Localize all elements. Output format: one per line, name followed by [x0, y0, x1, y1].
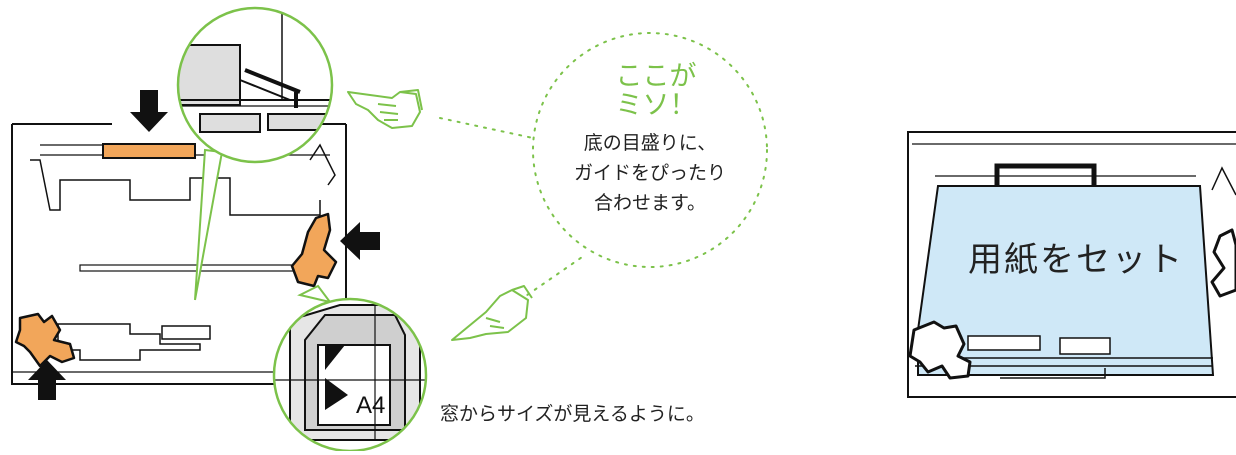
tip-callout: [439, 32, 768, 301]
size-window-zoom: [272, 284, 428, 453]
callout-title-line: ここが: [615, 61, 697, 92]
paper-set-label: 用紙をセット: [968, 240, 1184, 280]
callout-body-line: ガイドをぴったり: [573, 162, 726, 184]
rear-guide-highlight: [102, 143, 196, 159]
size-window-caption: 窓からサイズが見えるように。: [440, 403, 705, 425]
arrow-left-icon: [340, 222, 380, 260]
callout-body-line: 底の目盛りに、: [583, 132, 717, 154]
callout-title-line: ミソ！: [615, 90, 697, 121]
pointing-hand-icon: [451, 285, 533, 341]
rear-guide-zoom: [176, 6, 334, 301]
size-window-label: A4: [356, 392, 386, 419]
pointing-hand-icon: [347, 89, 423, 129]
arrow-down-icon: [130, 90, 168, 132]
callout-body: 底の目盛りに、 ガイドをぴったり 合わせます。: [545, 128, 755, 218]
side-guide-highlight: [290, 212, 338, 288]
paper-set-panel: [907, 131, 1236, 398]
arrow-up-icon: [28, 360, 66, 400]
front-guide-highlight: [14, 312, 76, 368]
callout-title: ここが ミソ！: [597, 62, 715, 120]
callout-body-line: 合わせます。: [593, 192, 707, 214]
